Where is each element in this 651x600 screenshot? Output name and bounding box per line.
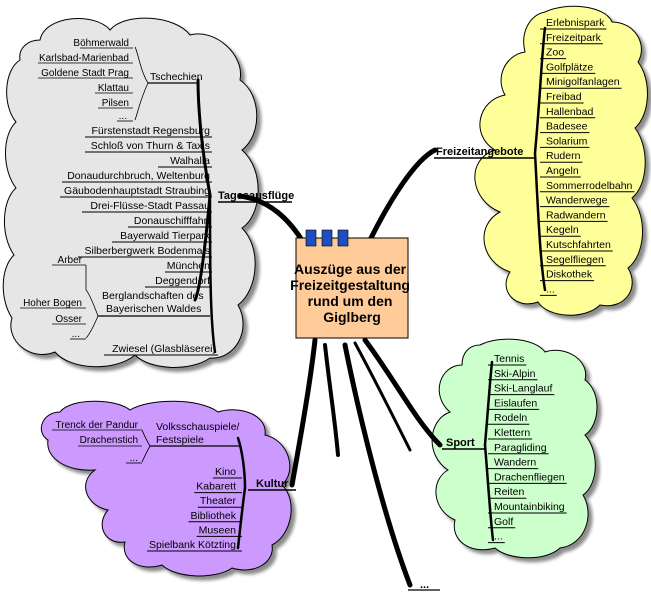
- tagesausfluege-item[interactable]: Silberbergwerk Bodenmais: [85, 245, 210, 257]
- tagesausfluege-item[interactable]: Walhalla: [170, 155, 210, 167]
- freizeitangebote-item[interactable]: Erlebnispark: [546, 17, 605, 29]
- branch-more: ...: [408, 579, 440, 591]
- tschechien-item[interactable]: ...: [119, 111, 127, 122]
- cloud-kultur: [40, 400, 292, 577]
- tagesausfluege-item[interactable]: Drei-Flüsse-Stadt Passau: [90, 200, 210, 212]
- kultur-item[interactable]: Museen: [199, 524, 237, 536]
- berglandschaften-item[interactable]: Arber: [58, 255, 83, 266]
- sport-item[interactable]: Wandern: [494, 457, 536, 469]
- sport-item[interactable]: Ski-Langlauf: [494, 383, 552, 395]
- connectors: [237, 147, 443, 588]
- svg-text:Auszüge aus der Freizeit: Auszüge aus der Freizeitgestaltung rund …: [290, 261, 414, 325]
- freizeitangebote-item[interactable]: Hallenbad: [546, 106, 593, 118]
- freizeitangebote-item[interactable]: Solarium: [546, 135, 588, 147]
- freizeitangebote-item[interactable]: Angeln: [546, 165, 579, 177]
- center-line-3: rund um den: [308, 293, 393, 309]
- kultur-item[interactable]: Spielbank Kötzting: [149, 539, 236, 551]
- sport-item[interactable]: Golf: [494, 516, 513, 528]
- volks-item[interactable]: Drachenstich: [80, 435, 138, 446]
- clip-1: [305, 229, 317, 247]
- tagesausfluege-item[interactable]: München: [167, 260, 210, 272]
- tschechien-list: Böhmerwald Karlsbad-Marienbad Goldene St…: [38, 38, 133, 122]
- tschechien-item[interactable]: Karlsbad-Marienbad: [39, 53, 129, 64]
- tagesausfluege-item[interactable]: Schloß von Thurn & Taxis: [91, 140, 210, 152]
- tagesausfluege-item[interactable]: Fürstenstadt Regensburg: [92, 125, 211, 137]
- freizeitangebote-item[interactable]: Kegeln: [546, 224, 579, 236]
- tagesausfluege-item[interactable]: Bayerwald Tierpark: [120, 230, 211, 242]
- clip-3: [337, 229, 349, 247]
- sport-item[interactable]: Drachenfliegen: [494, 471, 565, 483]
- node-volksschauspiele[interactable]: Volksschauspiele/ Festspiele: [156, 421, 242, 446]
- kultur-item[interactable]: Theater: [200, 495, 237, 507]
- more-node[interactable]: ...: [420, 579, 429, 591]
- tagesausfluege-item[interactable]: Donaudurchbruch, Weltenburg: [67, 170, 210, 182]
- cloud-freizeitangebote: [474, 5, 648, 316]
- sport-item[interactable]: Tennis: [494, 353, 524, 365]
- sport-item[interactable]: Paragliding: [494, 442, 547, 454]
- freizeitangebote-list: ErlebnisparkFreizeitparkZooGolfplätzeMin…: [540, 17, 635, 296]
- node-berglandschaften[interactable]: Berglandschaften des Bayerischen Waldes: [102, 290, 207, 315]
- kultur-item[interactable]: Bibliothek: [190, 510, 236, 522]
- tagesausfluege-list: Fürstenstadt Regensburg Schloß von Thurn…: [60, 125, 212, 288]
- branch-tagesausfluege: Tagesausflüge Tschechien Böhmerwald Karl…: [20, 38, 294, 356]
- cloud-tagesausfluege: [2, 17, 259, 368]
- sport-item[interactable]: ...: [494, 531, 503, 543]
- tschechien-item[interactable]: Böhmerwald: [73, 38, 129, 49]
- branch-kultur: Kultur Volksschauspiele/ Festspiele Tren…: [52, 420, 296, 552]
- freizeitangebote-item[interactable]: Wanderwege: [546, 195, 608, 207]
- freizeitangebote-item[interactable]: Kutschfahrten: [546, 239, 611, 251]
- center-line-1: Auszüge aus der: [294, 261, 407, 277]
- hub-tagesausfluege[interactable]: Tagesausflüge: [218, 190, 294, 202]
- hub-freizeitangebote[interactable]: Freizeitangebote: [436, 146, 523, 158]
- freizeitangebote-item[interactable]: Radwandern: [546, 209, 606, 221]
- sport-item[interactable]: Mountainbiking: [494, 501, 565, 513]
- branch-sport: Sport TennisSki-AlpinSki-LanglaufEislauf…: [442, 353, 567, 544]
- tagesausfluege-item[interactable]: Gäubodenhauptstadt Straubing: [64, 185, 210, 197]
- freizeitangebote-item[interactable]: Freibad: [546, 91, 582, 103]
- tagesausfluege-item-zwiesel[interactable]: Zwiesel (Glasbläserei): [112, 343, 216, 355]
- tagesausfluege-item[interactable]: Deggendorf: [155, 275, 210, 287]
- freizeitangebote-item[interactable]: ...: [546, 283, 555, 295]
- kultur-list: KinoKabarettTheaterBibliothekMuseenSpiel…: [147, 466, 242, 552]
- tagesausfluege-item[interactable]: Donauschifffahrt: [134, 215, 210, 227]
- kultur-item[interactable]: Kabarett: [196, 481, 236, 493]
- sport-item[interactable]: Klettern: [494, 427, 530, 439]
- tschechien-item[interactable]: Pilsen: [102, 98, 129, 109]
- volks-item[interactable]: Trenck der Pandur: [56, 420, 139, 431]
- freizeitangebote-item[interactable]: Sommerrodelbahn: [546, 180, 633, 192]
- volks-list: Trenck der Pandur Drachenstich ...: [52, 420, 142, 464]
- hub-kultur[interactable]: Kultur: [256, 478, 289, 490]
- freizeitangebote-item[interactable]: Badesee: [546, 121, 588, 133]
- freizeitangebote-item[interactable]: Minigolfanlagen: [546, 76, 620, 88]
- berglandschaften-item[interactable]: Hoher Bogen: [23, 298, 82, 309]
- center-line-4: Giglberg: [323, 309, 381, 325]
- cloud-sport: [431, 338, 598, 559]
- center-node[interactable]: Auszüge aus der Freizeitgestaltung rund …: [290, 229, 414, 339]
- sport-list: TennisSki-AlpinSki-LanglaufEislaufenRode…: [488, 353, 567, 544]
- sport-item[interactable]: Rodeln: [494, 412, 527, 424]
- tschechien-item[interactable]: Klattau: [98, 83, 129, 94]
- sport-item[interactable]: Reiten: [494, 486, 525, 498]
- clip-2: [321, 229, 333, 247]
- sport-item[interactable]: Ski-Alpin: [494, 368, 536, 380]
- branch-freizeitangebote: Freizeitangebote ErlebnisparkFreizeitpar…: [434, 17, 635, 296]
- hub-sport[interactable]: Sport: [446, 437, 475, 449]
- freizeitangebote-item[interactable]: Freizeitpark: [546, 32, 602, 44]
- center-line-2: Freizeitgestaltung: [290, 277, 410, 293]
- freizeitangebote-item[interactable]: Diskothek: [546, 269, 593, 281]
- tschechien-item[interactable]: Goldene Stadt Prag: [41, 68, 129, 79]
- berglandschaften-list: Arber Hoher Bogen Osser ...: [20, 255, 86, 340]
- freizeitangebote-item[interactable]: Golfplätze: [546, 61, 593, 73]
- berglandschaften-item[interactable]: Osser: [55, 314, 82, 325]
- kultur-item[interactable]: Kino: [215, 466, 236, 478]
- node-tschechien[interactable]: Tschechien: [150, 71, 203, 83]
- volks-item[interactable]: ...: [130, 453, 138, 464]
- freizeitangebote-item[interactable]: Zoo: [546, 47, 564, 59]
- berglandschaften-item[interactable]: ...: [72, 329, 80, 340]
- freizeitangebote-item[interactable]: Rudern: [546, 150, 581, 162]
- sport-item[interactable]: Eislaufen: [494, 397, 537, 409]
- freizeitangebote-item[interactable]: Segelfliegen: [546, 254, 604, 266]
